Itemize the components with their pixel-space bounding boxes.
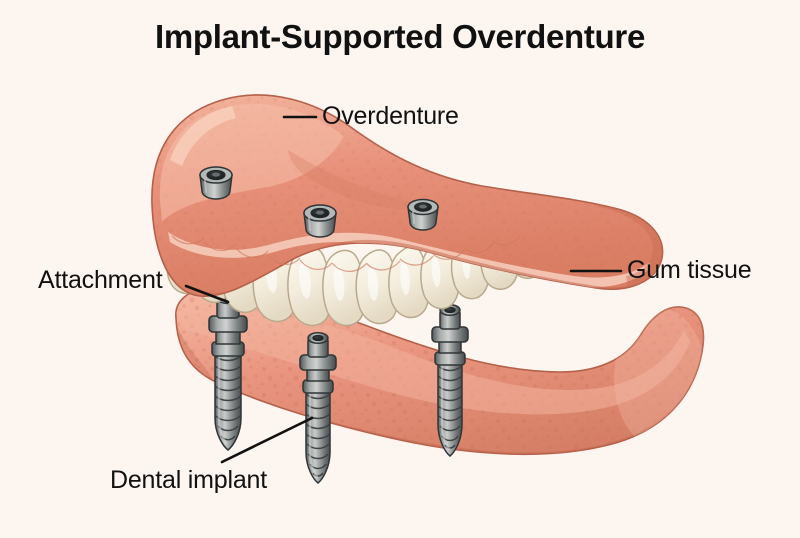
attachment-housing-3: [407, 198, 439, 231]
page-title: Implant-Supported Overdenture: [154, 18, 645, 55]
leader-lines-group: [184, 115, 623, 464]
dental-implant-2: [299, 332, 337, 484]
leader-line-attachment: [184, 284, 230, 304]
gum-ridge-crest-highlight: [639, 306, 705, 353]
attachment-housing-1: [199, 166, 233, 200]
callout-label-attachment: Attachment: [38, 266, 163, 294]
callout-label-gum-tissue: Gum tissue: [627, 256, 752, 284]
callout-label-dental-implant: Dental implant: [110, 466, 268, 494]
dental-implant-3: [431, 304, 469, 457]
leader-line-dental-implant: [220, 416, 314, 464]
callout-label-overdenture: Overdenture: [322, 102, 459, 130]
denture-gingival-margin: [171, 235, 521, 273]
attachment-housing-2: [303, 204, 337, 238]
